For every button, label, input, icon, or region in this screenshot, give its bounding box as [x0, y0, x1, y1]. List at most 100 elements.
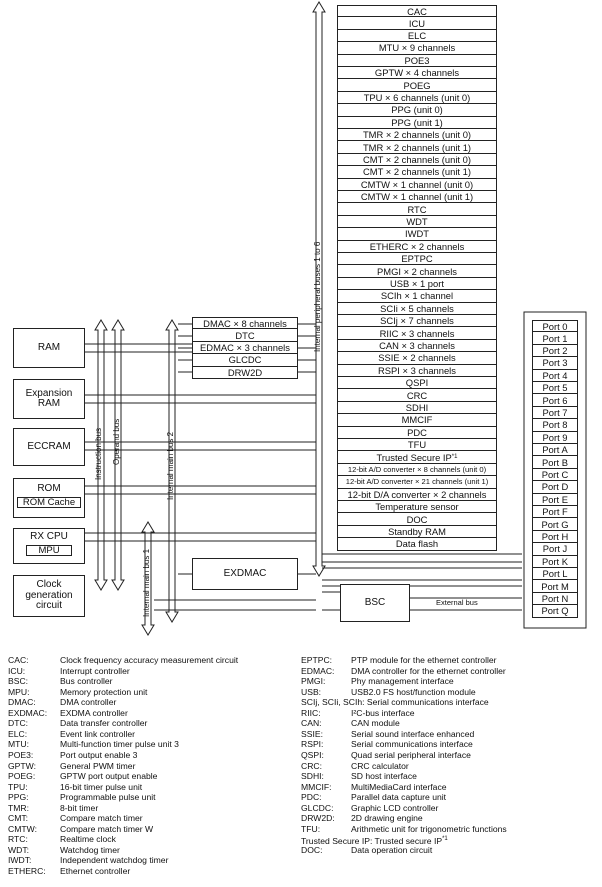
port-item: Port Q	[532, 605, 578, 618]
legend-abbr: QSPI:	[301, 749, 324, 760]
legend-entry: DOC:Data operation circuit	[301, 845, 432, 856]
peripheral-item: SCIj × 7 channels	[337, 315, 497, 328]
peripheral-item: Temperature sensor	[337, 501, 497, 514]
legend-entry: EPTPC:PTP module for the ethernet contro…	[301, 655, 497, 666]
instruction-bus-label: Instruction bus	[94, 427, 103, 480]
peripheral-item: SCIh × 1 channel	[337, 290, 497, 303]
peripheral-bus-label: Internal peripheral buses 1 to 6	[313, 241, 322, 352]
peripheral-item: POE3	[337, 54, 497, 67]
port-item: Port F	[532, 506, 578, 519]
legend-entry: BSC:Bus controller	[8, 676, 113, 687]
peripheral-item: CMTW × 1 channel (unit 1)	[337, 191, 497, 204]
legend-abbr: EPTPC:	[301, 655, 333, 665]
legend-abbr: SDHI:	[301, 771, 324, 782]
peripheral-item: 12-bit A/D converter × 8 channels (unit …	[337, 463, 497, 477]
peripheral-item: ICU	[337, 17, 497, 30]
legend-desc: General PWM timer	[60, 760, 136, 771]
dma-item: DTC	[192, 329, 298, 342]
port-item: Port E	[532, 493, 578, 506]
legend-abbr: MTU:	[8, 739, 30, 750]
peripheral-item: WDT	[337, 215, 497, 229]
port-item: Port 8	[532, 419, 578, 432]
legend-entry: USB:USB2.0 FS host/function module	[301, 687, 476, 698]
legend-desc: EXDMA controller	[60, 707, 128, 718]
peripheral-item: ELC	[337, 29, 497, 43]
legend-abbr: CAN:	[301, 718, 322, 729]
legend-abbr: DTC:	[8, 718, 29, 729]
peripheral-item: CMTW × 1 channel (unit 0)	[337, 178, 497, 191]
legend-desc: Compare match timer W	[60, 823, 154, 834]
legend-entry: ELC:Event link controller	[8, 729, 135, 740]
legend-entry: SSIE:Serial sound interface enhanced	[301, 729, 474, 740]
legend-desc: Programmable pulse unit	[60, 792, 156, 803]
legend-abbr: CMTW:	[8, 823, 37, 834]
port-item: Port J	[532, 543, 578, 556]
legend-entry: WDT:Watchdog timer	[8, 845, 120, 856]
peripheral-item: RSPI × 3 channels	[337, 364, 497, 377]
legend-entry: DTC:Data transfer controller	[8, 718, 147, 729]
legend-entry: RSPI:Serial communications interface	[301, 739, 473, 750]
legend-entry: IWDT: Independent watchdog timer	[8, 855, 168, 866]
legend-desc: USB2.0 FS host/function module	[351, 686, 476, 697]
rom-cache-box: ROM Cache	[17, 496, 81, 509]
legend-entry: ICU:Interrupt controller	[8, 666, 130, 677]
legend-entry: TPU:16-bit timer pulse unit	[8, 782, 142, 793]
ram-block: RAM	[13, 328, 85, 368]
dma-item: DRW2D	[192, 366, 298, 379]
legend-desc: DMA controller for the ethernet controll…	[351, 665, 506, 676]
legend-entry: DMAC:DMA controller	[8, 697, 116, 708]
legend-abbr: IWDT:	[8, 855, 32, 866]
peripheral-item: SCIi × 5 channels	[337, 302, 497, 315]
legend-desc: Quad serial peripheral interface	[351, 749, 471, 760]
legend-entry: RTC:Realtime clock	[8, 834, 116, 845]
legend-entry: QSPI: Quad serial peripheral interface	[301, 750, 471, 761]
legend-entry: PMGI:Phy management interface	[301, 676, 454, 687]
legend-abbr: BSC:	[8, 676, 29, 687]
port-item: Port A	[532, 444, 578, 457]
legend-abbr: ELC:	[8, 728, 28, 739]
legend-desc: Compare match timer	[60, 813, 143, 824]
ram-label: RAM	[37, 341, 61, 353]
port-item: Port 4	[532, 369, 578, 382]
peripheral-item: 12-bit D/A converter × 2 channels	[337, 488, 497, 501]
peripheral-item: Standby RAM	[337, 525, 497, 539]
legend-abbr: GPTW:	[8, 760, 37, 771]
rom-block: ROM ROM Cache	[13, 478, 85, 518]
peripheral-item: Trusted Secure IP*1	[337, 451, 497, 464]
legend-desc: Trusted Secure IP: Trusted secure IP*1	[301, 836, 448, 847]
bsc-block: BSC	[340, 584, 410, 622]
peripheral-item: TMR × 2 channels (unit 0)	[337, 129, 497, 142]
legend-abbr: MPU:	[8, 686, 30, 697]
legend-entry: DRW2D:2D drawing engine	[301, 813, 423, 824]
port-item: Port 9	[532, 431, 578, 444]
legend-abbr: GLCDC:	[301, 802, 334, 813]
legend-desc: GPTW port output enable	[60, 771, 158, 782]
legend-desc: Serial communications interface	[351, 739, 473, 750]
port-item: Port 0	[532, 320, 578, 333]
port-item: Port 1	[532, 332, 578, 345]
legend-entry: CRC:CRC calculator	[301, 761, 409, 772]
legend-abbr: CAC:	[8, 655, 29, 665]
legend-desc: SCIj, SCIi, SCIh: Serial communications …	[301, 697, 489, 708]
port-item: Port G	[532, 518, 578, 531]
legend-abbr: CMT:	[8, 813, 29, 824]
legend-entry: POE3:Port output enable 3	[8, 750, 137, 761]
peripheral-item: Data flash	[337, 538, 497, 551]
peripheral-item: GPTW × 4 channels	[337, 67, 497, 80]
legend-desc: Interrupt controller	[60, 665, 130, 676]
legend-entry: TFU:Arithmetic unit for trigonometric fu…	[301, 824, 507, 835]
peripheral-item: 12-bit A/D converter × 21 channels (unit…	[337, 476, 497, 489]
external-bus-label: External bus	[436, 598, 478, 607]
legend-abbr: ETHERC:	[8, 866, 46, 876]
peripheral-item: DOC	[337, 513, 497, 526]
legend-entry: CMTW: Compare match timer W	[8, 824, 153, 835]
peripheral-item: CAN × 3 channels	[337, 339, 497, 353]
legend-desc: Independent watchdog timer	[60, 855, 169, 866]
legend-desc: Watchdog timer	[60, 844, 120, 855]
legend-entry: POEG:GPTW port output enable	[8, 771, 157, 782]
dma-item: GLCDC	[192, 354, 298, 367]
legend-abbr: POE3:	[8, 749, 34, 760]
dma-item: DMAC × 8 channels	[192, 317, 298, 330]
exdmac-label: EXDMAC	[223, 567, 267, 579]
legend-entry: PDC:Parallel data capture unit	[301, 792, 446, 803]
